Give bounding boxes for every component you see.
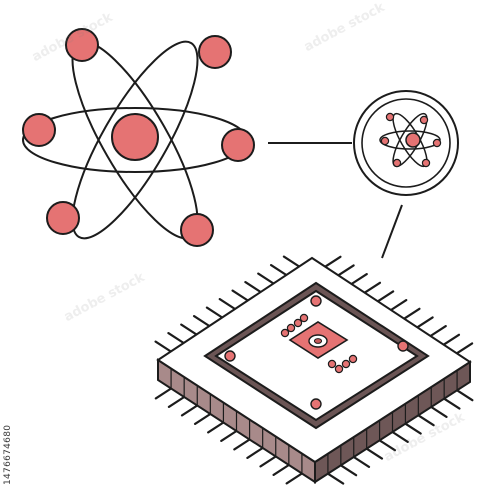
- chip-pin: [455, 342, 474, 355]
- chip-pin: [429, 325, 447, 338]
- chip-pin: [376, 290, 395, 303]
- chip-pin: [233, 438, 251, 451]
- chip-pin: [205, 306, 224, 319]
- die-corner-contact: [310, 295, 322, 307]
- atom-badge-icon: [353, 90, 459, 196]
- chip-pin: [378, 439, 396, 452]
- chip-pin: [154, 387, 173, 400]
- badge-nucleus: [405, 132, 421, 148]
- chip-pad: [286, 323, 296, 333]
- chip-pin: [443, 397, 461, 410]
- chip-pin: [180, 404, 199, 417]
- chip-pad: [334, 364, 344, 374]
- die-corner-contact: [224, 350, 236, 362]
- atom-electron: [198, 35, 232, 69]
- chip-pin: [339, 464, 358, 477]
- chip-pin: [285, 472, 304, 485]
- chip-pin: [154, 340, 172, 353]
- atom-electron: [22, 113, 56, 147]
- chip-pin: [365, 447, 384, 460]
- chip-pin: [259, 455, 277, 468]
- chip-pin: [269, 264, 288, 277]
- chip-pad: [327, 359, 337, 369]
- atom-electron: [221, 128, 255, 162]
- chip-pin: [442, 333, 461, 346]
- chip-pin: [430, 405, 448, 418]
- stock-id-label: 1476674680: [3, 424, 13, 485]
- chip-pin: [389, 299, 408, 312]
- chip-pin: [326, 472, 345, 485]
- chip-pin: [455, 389, 474, 402]
- atom-electron: [180, 213, 214, 247]
- cpu-chip-icon: [154, 255, 474, 485]
- connector-badge-to-chip: [381, 204, 403, 259]
- chip-pad: [348, 354, 358, 364]
- chip-pads: [280, 313, 358, 374]
- chip-pin: [350, 273, 368, 286]
- chip-pad: [293, 318, 303, 328]
- chip-pad: [341, 359, 351, 369]
- chip-pin: [417, 414, 435, 427]
- badge-electron: [432, 138, 442, 148]
- chip-pin: [391, 430, 409, 443]
- badge-electron: [385, 112, 395, 122]
- chip-pin: [403, 307, 421, 320]
- badge-electron: [421, 158, 431, 168]
- badge-orbit: [379, 130, 441, 150]
- chip-pin: [220, 429, 238, 442]
- chip-pin: [363, 281, 382, 294]
- chip-pin: [404, 422, 422, 435]
- chip-pin: [167, 395, 186, 408]
- die-corner-contact: [310, 398, 322, 410]
- chip-pin: [352, 455, 371, 468]
- atom-electron: [46, 201, 80, 235]
- badge-electron: [392, 158, 402, 168]
- chip-pins-back: [154, 255, 474, 485]
- chip-pin: [324, 255, 342, 268]
- chip-pad: [299, 313, 309, 323]
- badge-electron: [419, 115, 429, 125]
- chip-pin: [180, 323, 198, 336]
- chip-pin: [244, 281, 262, 294]
- chip-pin: [218, 298, 237, 311]
- chip-side-stripes: [170, 368, 458, 474]
- atom-electron: [65, 28, 99, 62]
- chip-pin: [416, 316, 434, 329]
- chip-pin: [231, 289, 249, 302]
- chip-pad: [280, 328, 290, 338]
- badge-electron: [380, 136, 390, 146]
- chip-core-dot: [313, 338, 323, 344]
- chip-pin: [167, 332, 185, 345]
- chip-pin: [192, 315, 211, 328]
- atom-orbit: [71, 40, 199, 240]
- connector-lines: [268, 142, 403, 259]
- chip-pin: [207, 421, 225, 434]
- chip-pin: [282, 255, 301, 268]
- chip-pin: [193, 412, 212, 425]
- chip-pin: [337, 264, 355, 277]
- badge-inner-ring: [361, 98, 451, 188]
- chip-pin: [272, 463, 290, 476]
- atom-nucleus: [111, 113, 159, 161]
- die-corner-contact: [397, 340, 409, 352]
- chip-pin: [246, 446, 264, 459]
- atom-icon: [22, 28, 255, 247]
- chip-pin: [257, 272, 275, 285]
